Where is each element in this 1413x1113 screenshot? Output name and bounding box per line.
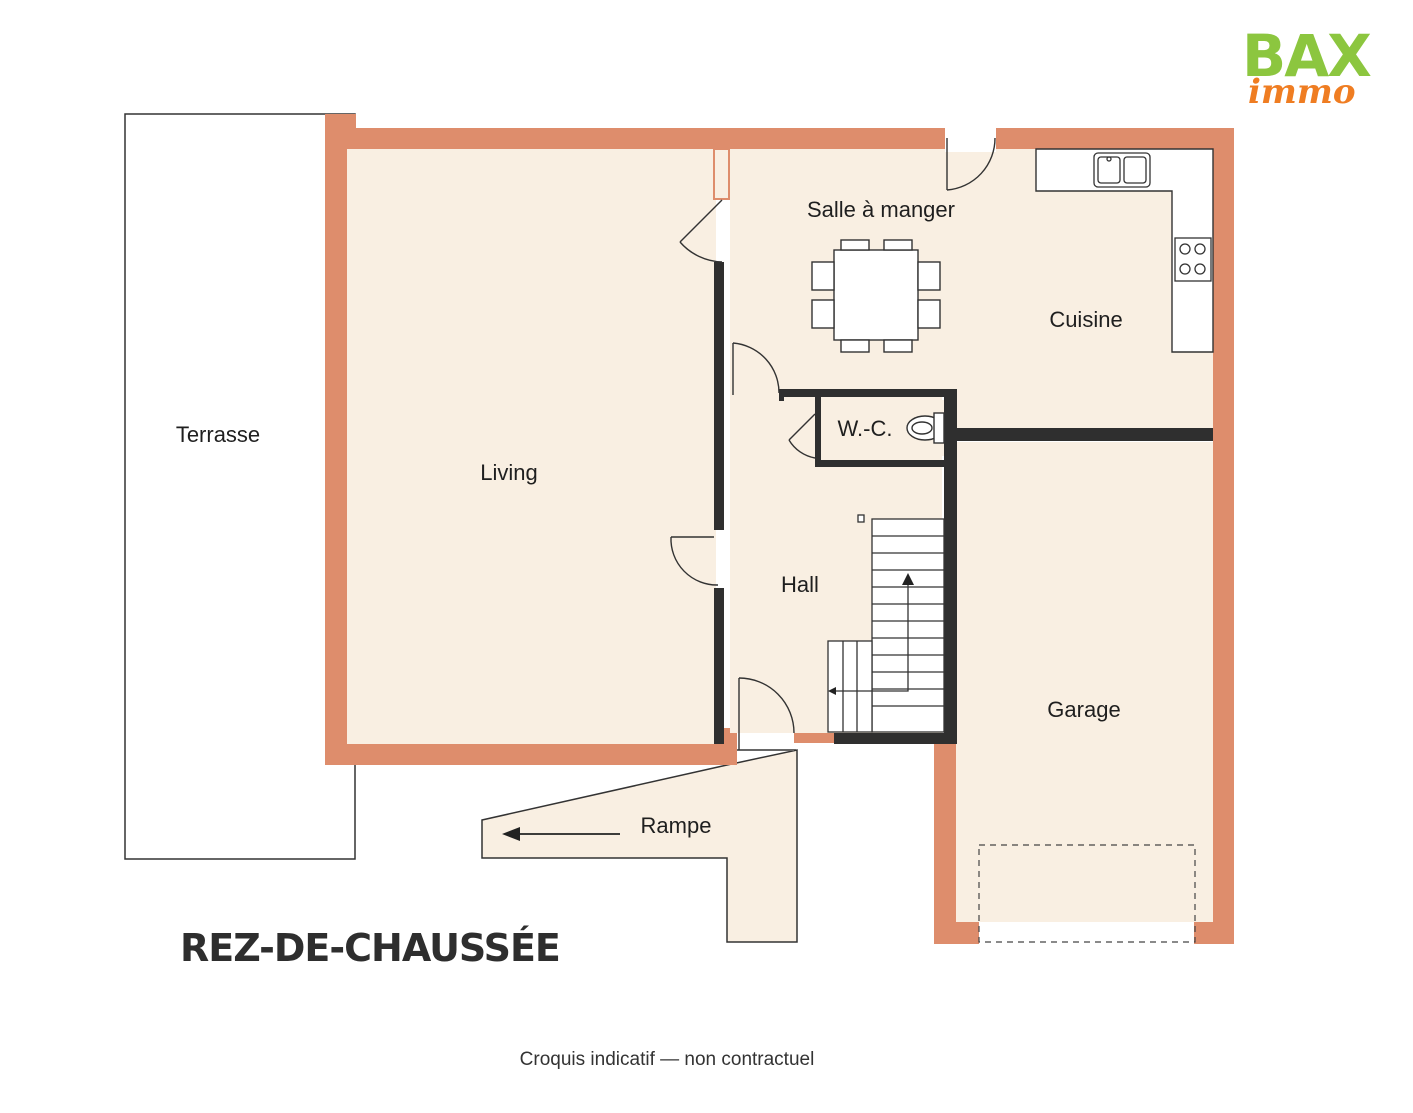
label-living: Living xyxy=(480,460,537,485)
logo-brand-bottom: immo xyxy=(1248,72,1356,112)
label-terrasse: Terrasse xyxy=(176,422,260,447)
rampe-arrow xyxy=(502,827,620,841)
interior-walls xyxy=(713,149,1213,744)
door-swings xyxy=(670,126,996,751)
garage-floor xyxy=(956,442,1213,922)
brand-logo: BAX immo xyxy=(1242,22,1373,112)
garage-door-outline xyxy=(978,844,1196,943)
label-cuisine: Cuisine xyxy=(1049,307,1122,332)
main-exterior-walls xyxy=(325,114,1234,765)
terrasse-area xyxy=(124,113,356,860)
kitchen-counter xyxy=(1035,148,1214,353)
disclaimer-note: Croquis indicatif — non contractuel xyxy=(520,1049,815,1070)
label-garage: Garage xyxy=(1047,697,1120,722)
sink-icon xyxy=(1093,152,1151,188)
rampe-area xyxy=(481,749,798,943)
floors xyxy=(347,149,1213,922)
label-salle-a-manger: Salle à manger xyxy=(807,197,955,222)
cooktop-icon xyxy=(1174,237,1212,282)
logo-brand-top: BAX xyxy=(1242,22,1371,90)
stair-end-arrow xyxy=(828,687,836,695)
plan-title: REZ-DE-CHAUSSÉE xyxy=(180,926,560,970)
staircase xyxy=(827,514,945,733)
label-hall: Hall xyxy=(781,572,819,597)
dining-table-icon xyxy=(811,239,941,353)
stair-up-arrow xyxy=(902,573,914,585)
label-wc: W.-C. xyxy=(838,416,893,441)
toilet-icon xyxy=(906,412,945,444)
living-floor xyxy=(347,149,716,744)
label-rampe: Rampe xyxy=(641,813,712,838)
garage-exterior-walls xyxy=(934,438,1234,944)
